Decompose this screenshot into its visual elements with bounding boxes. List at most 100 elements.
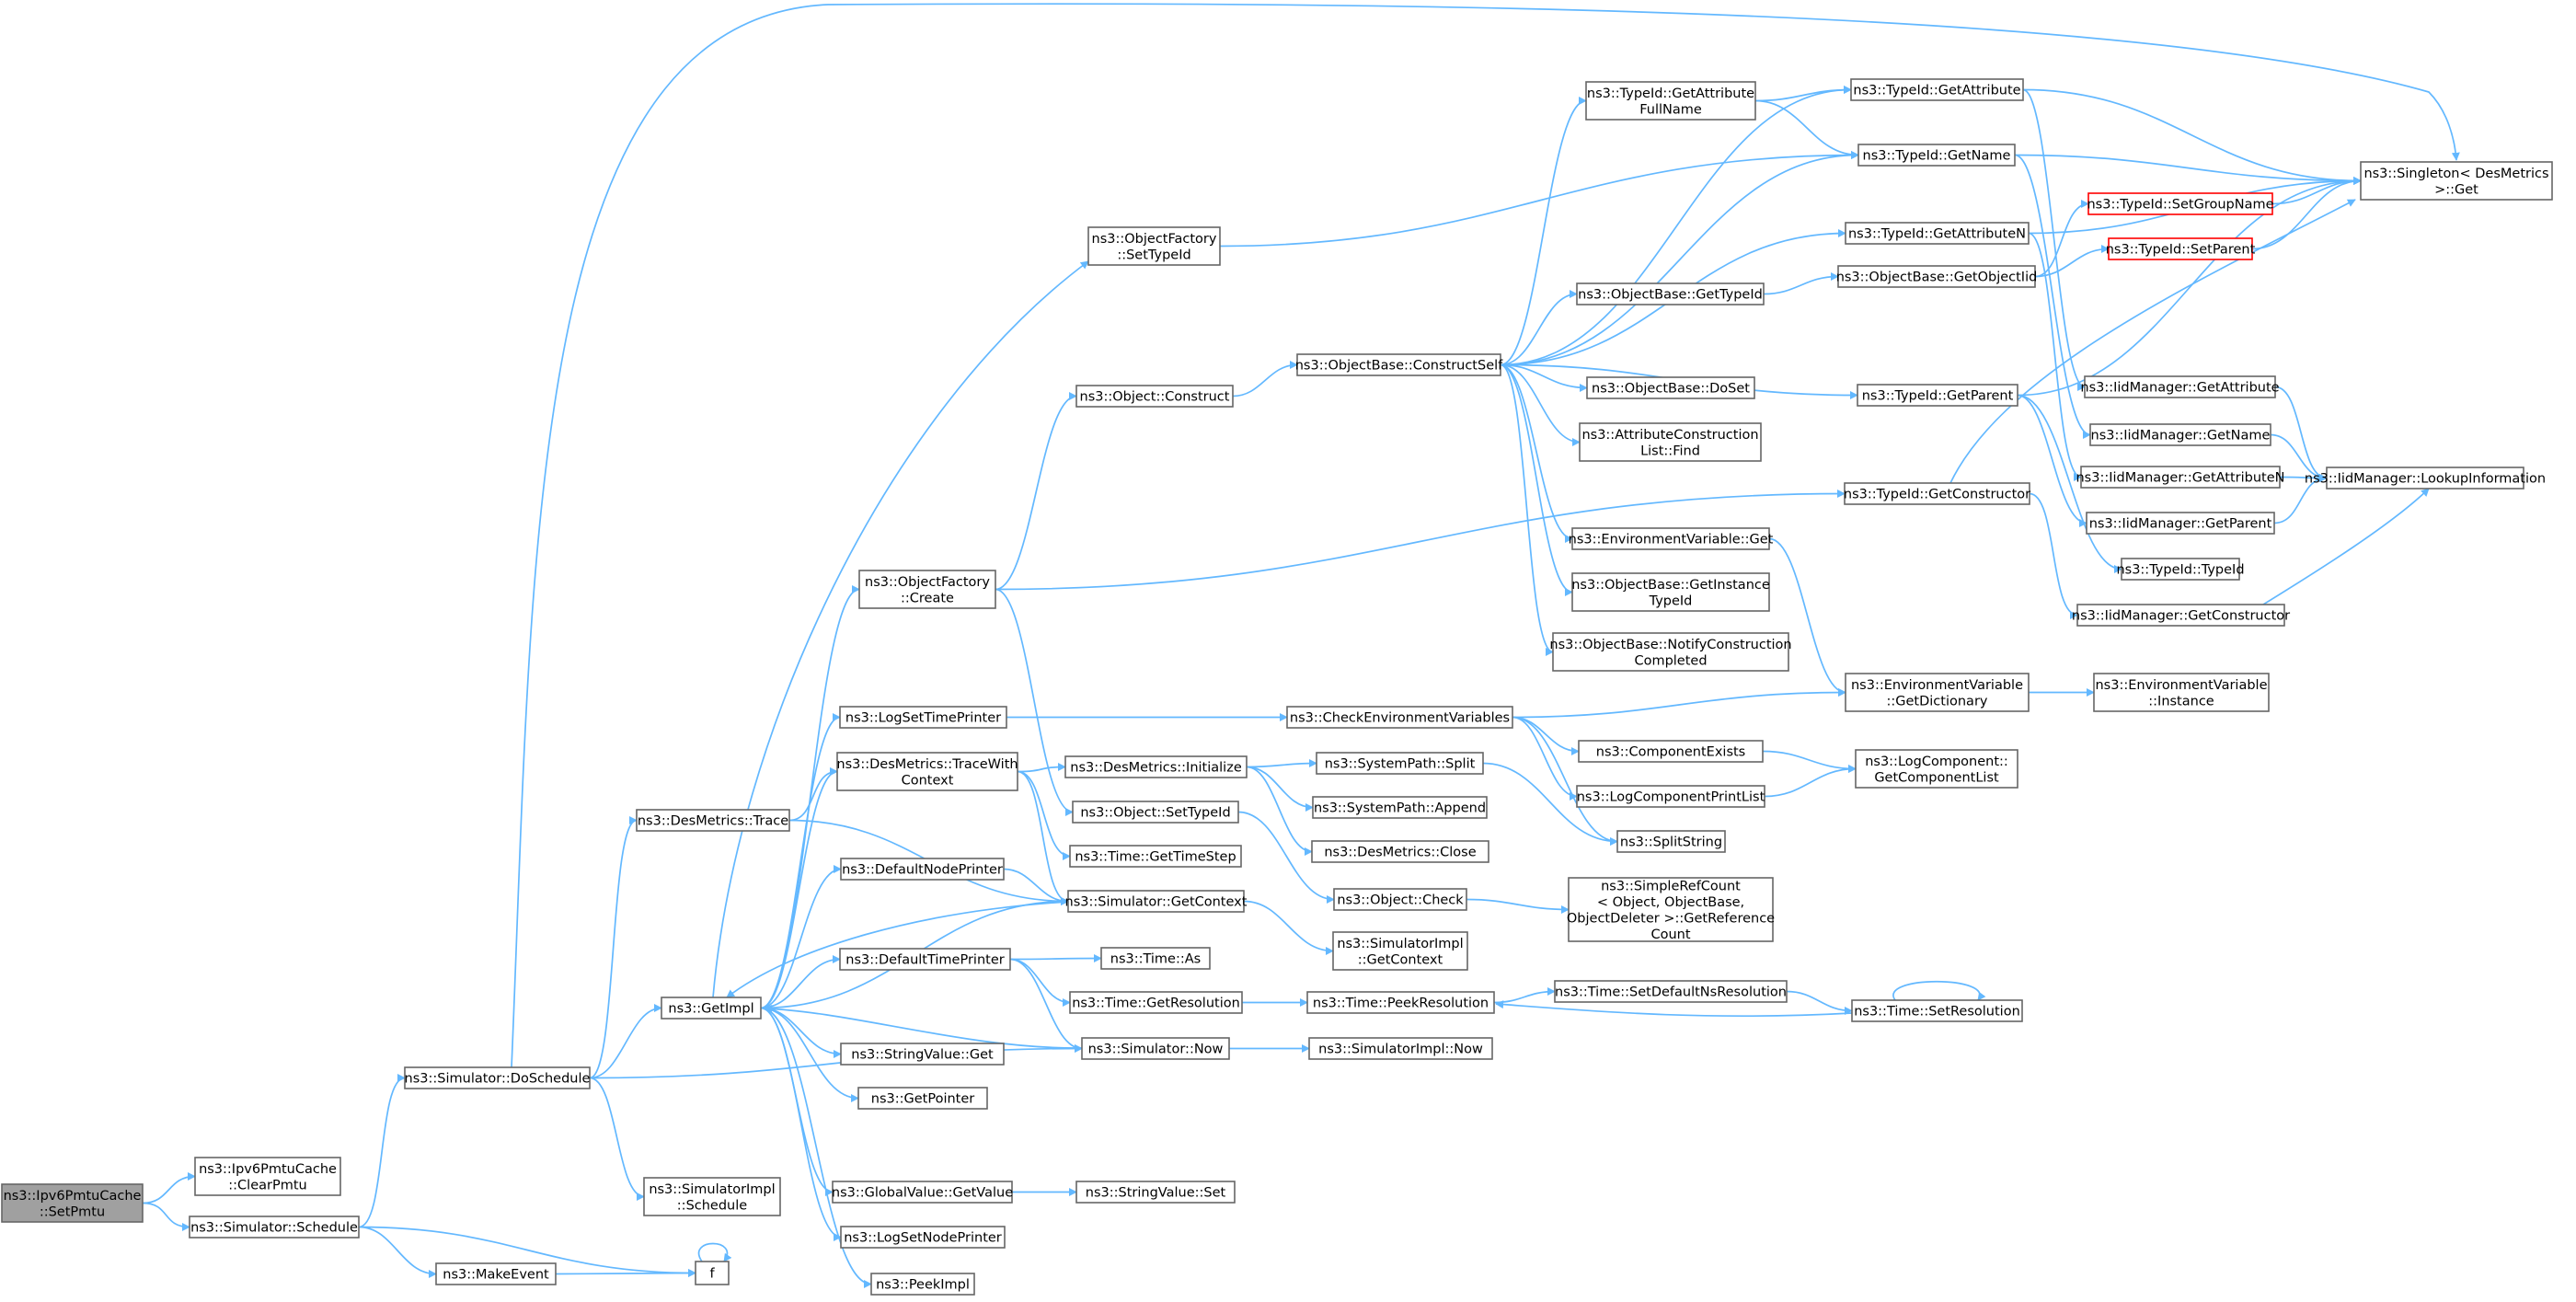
function-node-stringget[interactable]: ns3::StringValue::Get [840,1043,1005,1066]
node-box [1585,81,1756,121]
function-node-timesetres[interactable]: ns3::Time::SetResolution [1851,999,2023,1022]
function-node-envinstance[interactable]: ns3::EnvironmentVariable::Instance [2093,673,2270,712]
call-edge [760,767,838,1009]
node-label: ns3::ObjectBase::ConstructSelf [1295,359,1503,374]
node-box [1857,384,2018,407]
function-node-desinit[interactable]: ns3::DesMetrics::Initialize [1064,755,1248,778]
node-box [1312,796,1488,819]
function-node-logsetnode[interactable]: ns3::LogSetNodePrinter [840,1226,1006,1249]
function-node-compexists[interactable]: ns3::ComponentExists [1578,740,1764,763]
call-edge [1219,151,1859,248]
call-edge [1482,762,1618,846]
node-box [839,706,1007,729]
node-label: ::GetDictionary [1887,694,1988,709]
function-node-notify[interactable]: ns3::ObjectBase::NotifyConstructionCompl… [1549,632,1792,672]
function-node-syssplit[interactable]: ns3::SystemPath::Split [1316,752,1484,775]
function-node-defnode[interactable]: ns3::DefaultNodePrinter [840,858,1005,881]
call-edge [1786,990,1853,1015]
function-node-destrace[interactable]: ns3::DesMetrics::Trace [636,809,790,832]
call-edge [1500,86,1852,366]
function-node-strset[interactable]: ns3::StringValue::Set [1075,1181,1236,1204]
function-node-objconstruct[interactable]: ns3::Object::Construct [1075,385,1234,408]
function-node-peekimpl[interactable]: ns3::PeekImpl [870,1273,975,1296]
function-node-getpointer[interactable]: ns3::GetPointer [857,1087,988,1110]
node-label: ns3::LogComponentPrintList [1577,790,1765,805]
node-box [1576,282,1765,305]
function-node-f[interactable]: f [695,1261,730,1285]
function-node-implschedule[interactable]: ns3::SimulatorImpl::Schedule [643,1177,781,1216]
function-node-logsettime[interactable]: ns3::LogSetTimePrinter [839,706,1007,729]
function-node-objdoset[interactable]: ns3::ObjectBase::DoSet [1586,376,1755,399]
function-node-simgetcontext[interactable]: ns3::Simulator::GetContext [1065,890,1248,913]
function-node-iidgetctor[interactable]: ns3::IidManager::GetConstructor [2072,604,2290,627]
node-label: ns3::Simulator::DoSchedule [405,1072,591,1087]
function-node-logcompprint[interactable]: ns3::LogComponentPrintList [1576,785,1765,808]
call-edge [555,1269,696,1278]
node-box [1845,673,2030,712]
function-node-tidgetctor[interactable]: ns3::TypeId::GetConstructor [1844,482,2030,505]
function-node-logcompget[interactable]: ns3::LogComponent::GetComponentList [1855,749,2018,789]
function-node-constructself[interactable]: ns3::ObjectBase::ConstructSelf [1295,353,1503,376]
function-node-iidgetattrn[interactable]: ns3::IidManager::GetAttributeN [2076,466,2285,489]
function-node-setdefns[interactable]: ns3::Time::SetDefaultNsResolution [1554,980,1788,1003]
function-node-checkenv[interactable]: ns3::CheckEnvironmentVariables [1286,706,1513,729]
function-node-objgetiid[interactable]: ns3::ObjectBase::GetObjectIid [1836,265,2038,288]
call-edge [1768,537,1846,697]
function-node-iidlookup[interactable]: ns3::IidManager::LookupInformation [2305,467,2546,490]
node-box [1308,1037,1493,1060]
function-node-peekres[interactable]: ns3::Time::PeekResolution [1306,991,1495,1014]
function-node-defaulttime[interactable]: ns3::DefaultTimePrinter [839,948,1011,971]
call-edge [1009,958,1071,1007]
function-node-objfactcreate[interactable]: ns3::ObjectFactory::Create [858,570,996,609]
function-node-iidgetname[interactable]: ns3::IidManager::GetName [2089,423,2271,446]
function-node-splitstr[interactable]: ns3::SplitString [1616,830,1726,853]
function-node-setgroup[interactable]: ns3::TypeId::SetGroupName [2087,192,2274,215]
function-node-clearpmtu[interactable]: ns3::Ipv6PmtuCache::ClearPmtu [194,1157,341,1196]
call-edge [358,1226,696,1277]
function-node-timeas[interactable]: ns3::Time::As [1100,947,1211,970]
node-box [1571,572,1770,612]
node-label: ns3::EnvironmentVariable::Get [1569,533,1774,547]
function-node-iidgetattr[interactable]: ns3::IidManager::GetAttribute [2080,375,2280,398]
function-node-globalget[interactable]: ns3::GlobalValue::GetValue [832,1181,1013,1204]
function-node-makeevent[interactable]: ns3::MakeEvent [435,1262,557,1285]
function-node-singleton[interactable]: ns3::Singleton< DesMetrics>::Get [2360,161,2553,201]
function-node-objgettypeid[interactable]: ns3::ObjectBase::GetTypeId [1576,282,1765,305]
node-box [1316,752,1484,775]
function-node-simpleref[interactable]: ns3::SimpleRefCount< Object, ObjectBase,… [1567,877,1775,942]
function-node-envget[interactable]: ns3::EnvironmentVariable::Get [1569,527,1774,550]
function-node-tidgetname[interactable]: ns3::TypeId::GetName [1857,144,2016,167]
function-node-getimpl[interactable]: ns3::GetImpl [661,997,762,1020]
function-node-objsettypeid[interactable]: ns3::Object::SetTypeId [1072,801,1239,824]
function-node-setpmtu[interactable]: ns3::Ipv6PmtuCache::SetPmtu [1,1183,144,1223]
function-node-doschedule[interactable]: ns3::Simulator::DoSchedule [404,1066,591,1089]
function-node-simnow[interactable]: ns3::Simulator::Now [1081,1037,1230,1060]
function-node-timegetres[interactable]: ns3::Time::GetResolution [1069,991,1243,1014]
function-node-tidgetattrn[interactable]: ns3::TypeId::GetAttributeN [1845,222,2030,245]
function-node-iidgetparent[interactable]: ns3::IidManager::GetParent [2086,512,2275,535]
function-node-tidtypeid[interactable]: ns3::TypeId::TypeId [2116,558,2245,581]
function-node-implnow[interactable]: ns3::SimulatorImpl::Now [1308,1037,1493,1060]
function-node-schedule[interactable]: ns3::Simulator::Schedule [189,1216,360,1239]
function-node-tidgetparent[interactable]: ns3::TypeId::GetParent [1857,384,2018,407]
node-label: ns3::SplitString [1620,835,1722,850]
node-label: ns3::Ipv6PmtuCache [199,1162,337,1177]
function-node-sysappend[interactable]: ns3::SystemPath::Append [1312,796,1488,819]
function-node-envdict[interactable]: ns3::EnvironmentVariable::GetDictionary [1845,673,2030,712]
function-node-objfactsettype[interactable]: ns3::ObjectFactory::SetTypeId [1087,226,1221,266]
node-label: ns3::Object::Construct [1080,390,1230,405]
function-node-tidgetattr[interactable]: ns3::TypeId::GetAttribute [1850,78,2024,101]
function-node-implgetctx[interactable]: ns3::SimulatorImpl::GetContext [1332,931,1468,971]
function-node-desclose[interactable]: ns3::DesMetrics::Close [1311,840,1489,863]
function-node-gettimestep[interactable]: ns3::Time::GetTimeStep [1069,845,1242,868]
call-edge [760,1007,842,1241]
node-label: Context [902,773,954,788]
function-node-objcheck[interactable]: ns3::Object::Check [1333,888,1467,911]
function-node-setparent[interactable]: ns3::TypeId::SetParent [2106,237,2256,260]
nodes-layer: ns3::Ipv6PmtuCache::SetPmtu ns3::Ipv6Pmtu… [1,78,2553,1296]
